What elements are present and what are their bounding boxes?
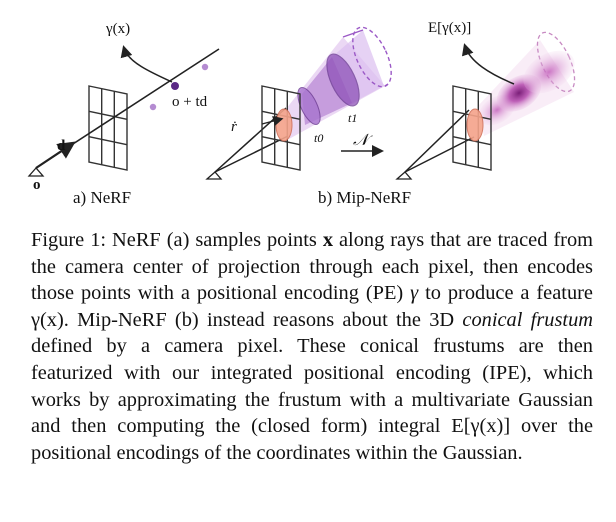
encoding-arrow-c bbox=[461, 43, 515, 85]
gamma-x-label: γ(x) bbox=[106, 21, 131, 37]
panel-b-mipnerf bbox=[205, 26, 392, 180]
caption-math-gamma: γ bbox=[410, 282, 419, 305]
camera-icon bbox=[205, 171, 223, 180]
caption-prefix: Figure 1: bbox=[31, 229, 113, 251]
figure: γ(x) o + td d o ṙ t0 t1 𝒩 E[γ(x)] a) NeR… bbox=[0, 0, 616, 215]
direction-arrow-d bbox=[35, 141, 76, 169]
pixel-footprint bbox=[275, 108, 293, 142]
caption-text: along rays that are traced from the came… bbox=[31, 229, 593, 305]
o-plus-td-label: o + td bbox=[172, 94, 208, 110]
caption-emphasis: conical frustum bbox=[462, 308, 593, 331]
gaussian-n-label: 𝒩 bbox=[353, 132, 369, 149]
panel-b-label: b) Mip-NeRF bbox=[318, 188, 412, 207]
d-label: d bbox=[57, 138, 66, 154]
panel-b-gaussians bbox=[395, 31, 576, 180]
encoding-arrow-a bbox=[120, 45, 173, 83]
figure-caption: Figure 1: NeRF (a) samples points x alon… bbox=[31, 227, 593, 466]
pixel-footprint bbox=[466, 108, 484, 142]
caption-text: over the positional encodings of the coo… bbox=[31, 415, 593, 464]
panel-a-label: a) NeRF bbox=[73, 188, 132, 207]
t1-label: t1 bbox=[348, 111, 358, 125]
radius-arrow bbox=[261, 115, 284, 127]
camera-icon bbox=[27, 167, 45, 177]
caption-text: to produce a feature bbox=[418, 282, 593, 305]
caption-text: NeRF (a) samples points bbox=[112, 229, 323, 251]
sample-point bbox=[201, 63, 209, 71]
r-dot-label: ṙ bbox=[231, 119, 237, 135]
image-plane-grid-a bbox=[88, 85, 128, 171]
caption-text: defined by a camera pixel. These conical… bbox=[31, 335, 593, 438]
sample-point bbox=[149, 103, 157, 111]
gaussian-blob bbox=[523, 50, 575, 94]
caption-math-expectation: E[γ(x)] bbox=[451, 415, 511, 438]
conical-frustum bbox=[282, 26, 392, 139]
caption-text: . Mip-NeRF (b) instead reasons about the… bbox=[63, 308, 463, 331]
figure-illustration bbox=[27, 26, 576, 180]
camera-icon bbox=[395, 171, 413, 180]
caption-math-x: x bbox=[322, 229, 334, 251]
sample-point bbox=[171, 82, 179, 90]
caption-math-gamma-x: γ(x) bbox=[31, 308, 64, 331]
o-label: o bbox=[33, 177, 41, 193]
cone-lines bbox=[404, 109, 475, 173]
t0-label: t0 bbox=[314, 131, 324, 145]
expected-encoding-label: E[γ(x)] bbox=[428, 20, 472, 36]
panel-a-nerf bbox=[27, 45, 220, 177]
